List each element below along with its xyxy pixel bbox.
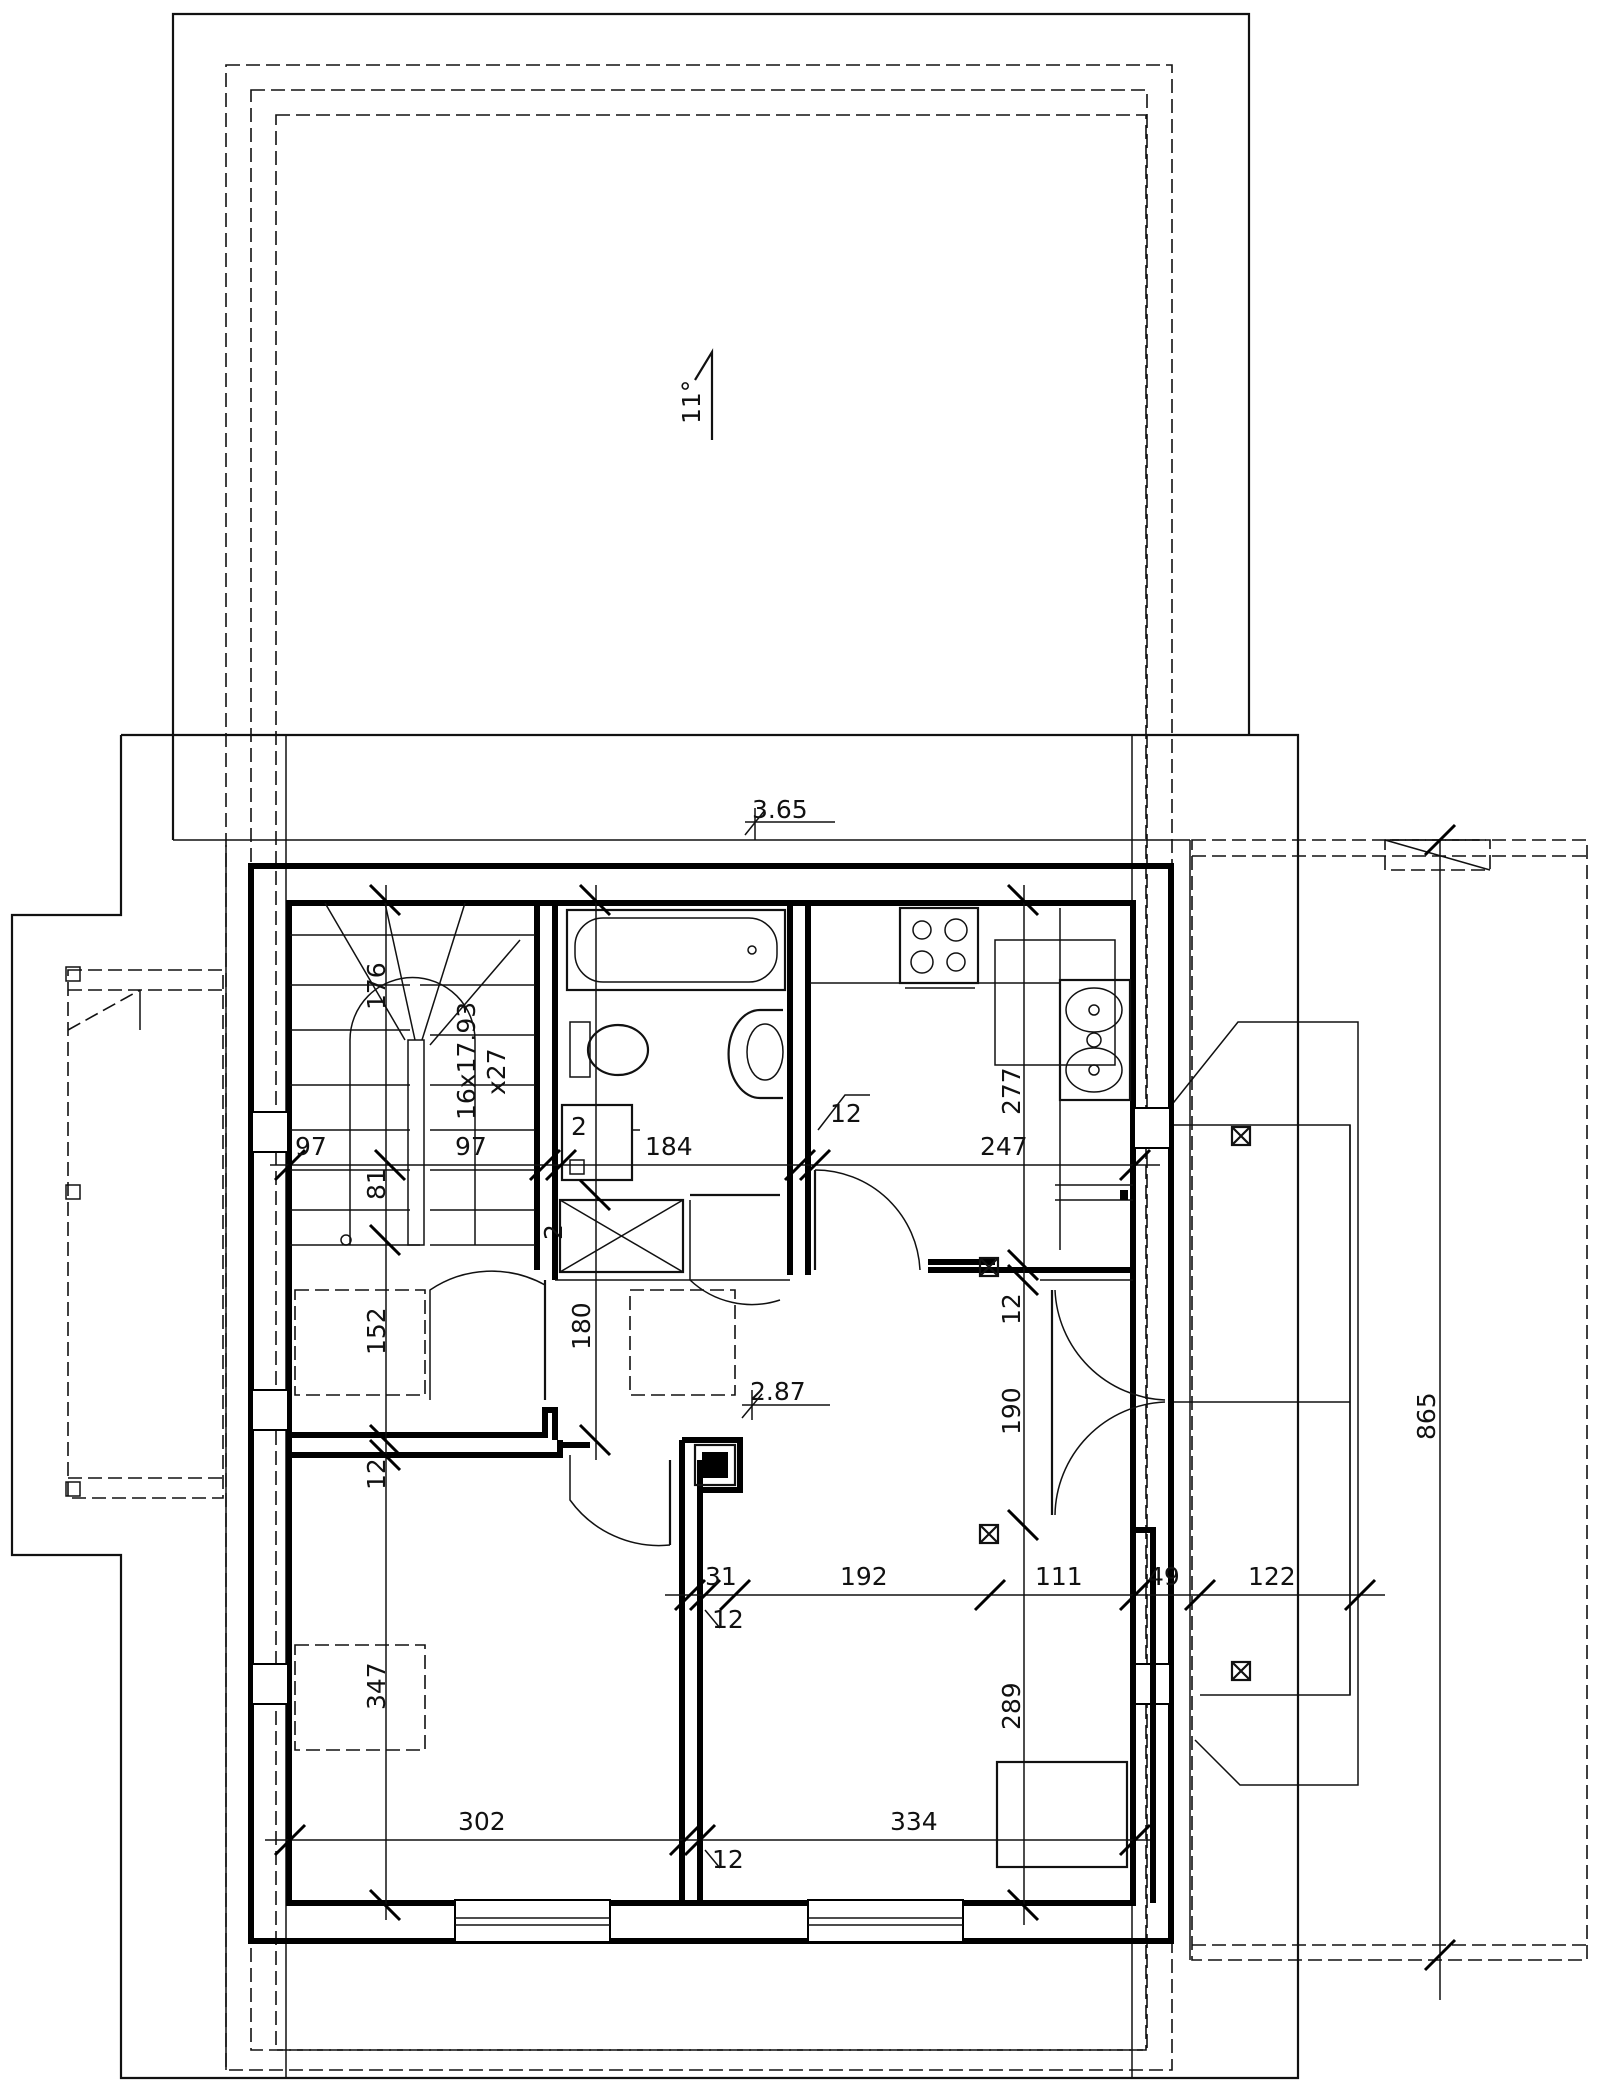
bathroom-fixtures [560,908,787,1182]
dimension-lines [265,883,1385,1925]
washbasin-icon [727,1008,783,1100]
stair-steps: 16x17.93 [452,1002,481,1120]
dim-97-a: 97 [295,1132,327,1161]
right-terrace: 865 [1191,823,1588,2000]
dim-347: 347 [362,1662,391,1710]
dim-277: 277 [997,1067,1026,1115]
dim-12-bottom: 12 [712,1845,744,1874]
dim-49: 49 [1148,1562,1180,1591]
dim-190: 190 [997,1387,1026,1435]
dim-12-right: 12 [997,1293,1026,1325]
dim-2-b: 2 [539,1224,568,1240]
roof-slope-marker: 11° [677,348,714,440]
stair-count: x27 [482,1048,511,1095]
dimension-labels: 97 97 184 247 12 2 2 31 192 111 49 122 1… [295,1067,1296,1874]
level-mark-lower: 2.87 [741,1377,830,1420]
stove-icon [898,906,980,985]
roof-outline [171,12,1251,2078]
kitchen-fixtures [810,906,1133,1250]
dim-180: 180 [567,1302,596,1350]
dim-12-mid: 12 [712,1605,744,1634]
dim-12-left: 12 [362,1458,391,1490]
dim-122: 122 [1248,1562,1296,1591]
slope-label: 11° [677,380,706,424]
level-mark-upper: 3.65 [744,795,835,840]
exterior-walls [248,863,1174,1944]
toilet-icon [586,1023,650,1077]
level-upper: 3.65 [752,795,808,824]
furniture [294,1289,1129,1869]
sink-icon [1058,978,1132,1102]
dim-12-kitchen: 12 [830,1099,862,1128]
dim-152: 152 [362,1307,391,1355]
dim-97-b: 97 [455,1132,487,1161]
dim-111: 111 [1035,1562,1083,1591]
dim-184: 184 [645,1132,693,1161]
dim-31: 31 [705,1562,737,1591]
left-canopy [65,966,224,1499]
dim-2-a: 2 [571,1112,587,1141]
eaves-outline [10,733,1300,2080]
columns [978,1256,1000,1545]
bathtub-icon [565,908,787,992]
dim-289: 289 [997,1682,1026,1730]
washing-machine-icon [560,1103,634,1182]
dim-865: 865 [1412,1392,1441,1440]
doors [429,1169,1166,1547]
staircase: 176 16x17.93 x27 81 [290,902,535,1246]
dim-247: 247 [980,1132,1028,1161]
level-lower: 2.87 [750,1377,806,1406]
porch [1169,1021,1359,1786]
chimney [693,1443,737,1487]
dim-334: 334 [890,1807,938,1836]
dim-302: 302 [458,1807,506,1836]
dim-192: 192 [840,1562,888,1591]
